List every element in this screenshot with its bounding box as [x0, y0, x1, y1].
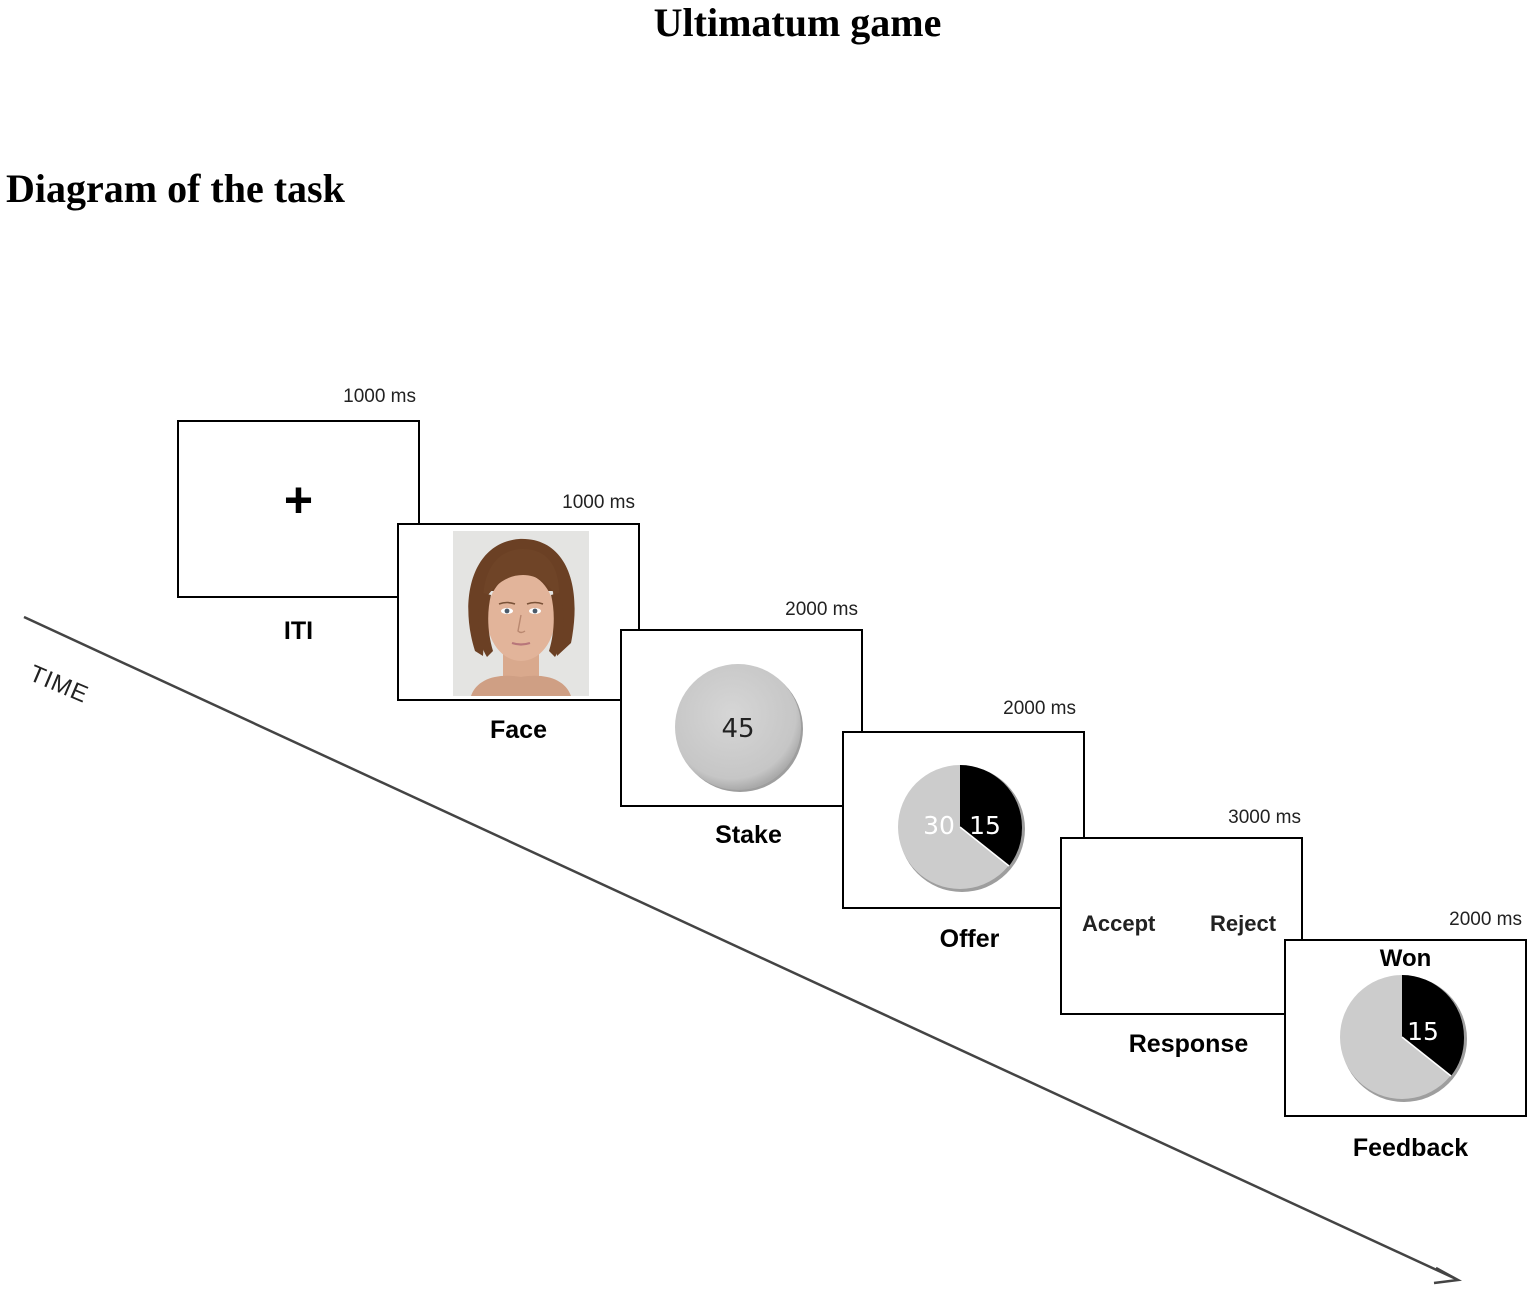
iti-duration: 1000 ms: [343, 386, 416, 407]
offer-label: Offer: [939, 925, 1000, 953]
offer-frame: 30 15: [842, 731, 1085, 909]
face-duration: 1000 ms: [562, 492, 635, 513]
stake-duration: 2000 ms: [785, 599, 858, 620]
response-label: Response: [1128, 1030, 1249, 1058]
offer-duration: 2000 ms: [1003, 698, 1076, 719]
feedback-pie: 15: [1340, 975, 1467, 1102]
response-duration: 3000 ms: [1228, 807, 1301, 828]
stake-coin: 45: [675, 664, 803, 792]
face-frame: [397, 523, 640, 701]
stake-value: 45: [721, 714, 754, 744]
fixation-cross: +: [283, 472, 314, 528]
face-photo: [453, 531, 589, 696]
diagram-title: Ultimatum game: [653, 0, 942, 45]
response-frame: Accept Reject: [1060, 837, 1303, 1015]
stake-frame: 45: [620, 629, 863, 807]
feedback-duration: 2000 ms: [1449, 909, 1522, 930]
iti-label: ITI: [283, 617, 314, 645]
feedback-frame: Won 15: [1284, 939, 1527, 1117]
accept-option[interactable]: Accept: [1082, 911, 1156, 936]
iti-frame: +: [177, 420, 420, 598]
feedback-label: Feedback: [1352, 1134, 1469, 1162]
feedback-heading: Won: [1379, 945, 1432, 972]
face-label: Face: [490, 716, 547, 744]
offer-other-value: 15: [969, 811, 1001, 840]
reject-option[interactable]: Reject: [1210, 911, 1277, 936]
offer-self-value: 30: [923, 811, 955, 840]
offer-pie: 30 15: [898, 765, 1025, 892]
feedback-value: 15: [1407, 1017, 1439, 1046]
diagram-subtitle: Diagram of the task: [6, 166, 345, 211]
stake-label: Stake: [715, 821, 782, 849]
